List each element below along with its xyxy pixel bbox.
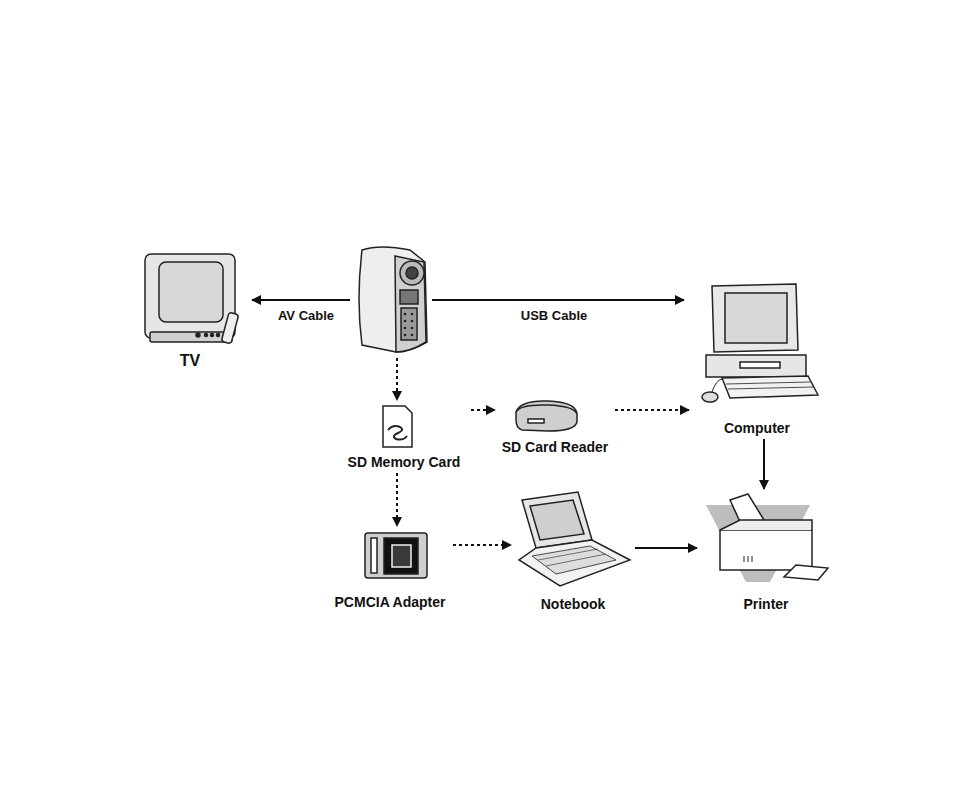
node-label: SD Memory Card	[340, 454, 468, 470]
node-label: Printer	[700, 596, 832, 612]
solid-arrow	[635, 547, 697, 549]
node-label: TV	[140, 352, 240, 370]
computer-node: Computer	[692, 280, 822, 436]
cable-label: USB Cable	[519, 308, 589, 323]
dotted-arrow	[453, 544, 511, 546]
dotted-arrow	[396, 473, 398, 526]
sd-card-icon	[383, 406, 412, 447]
node-label: SD Card Reader	[498, 439, 612, 455]
node-label: Notebook	[514, 596, 632, 612]
av-cable	[252, 300, 350, 301]
adapter-node: PCMCIA Adapter	[330, 529, 450, 610]
node-label: PCMCIA Adapter	[330, 594, 450, 610]
cable-label: AV Cable	[276, 308, 336, 323]
node-label: Computer	[692, 420, 822, 436]
card-reader-node: SD Card Reader	[498, 397, 612, 455]
dotted-arrow	[615, 409, 689, 411]
memory-card-node: SD Memory Card	[340, 402, 468, 470]
notebook-node: Notebook	[514, 488, 632, 612]
card-reader-icon	[516, 401, 577, 431]
notebook-icon	[519, 492, 630, 586]
dotted-arrow	[471, 409, 495, 411]
solid-arrow	[763, 439, 765, 489]
printer-icon	[706, 494, 828, 582]
pcmcia-adapter-icon	[365, 533, 427, 578]
tv-node: TV	[140, 250, 240, 370]
card-slot-arrow	[397, 358, 398, 400]
camcorder-icon	[359, 247, 427, 352]
printer-node: Printer	[700, 492, 832, 612]
tv-icon	[145, 254, 239, 344]
computer-icon	[702, 284, 818, 402]
usb-cable	[432, 300, 684, 301]
